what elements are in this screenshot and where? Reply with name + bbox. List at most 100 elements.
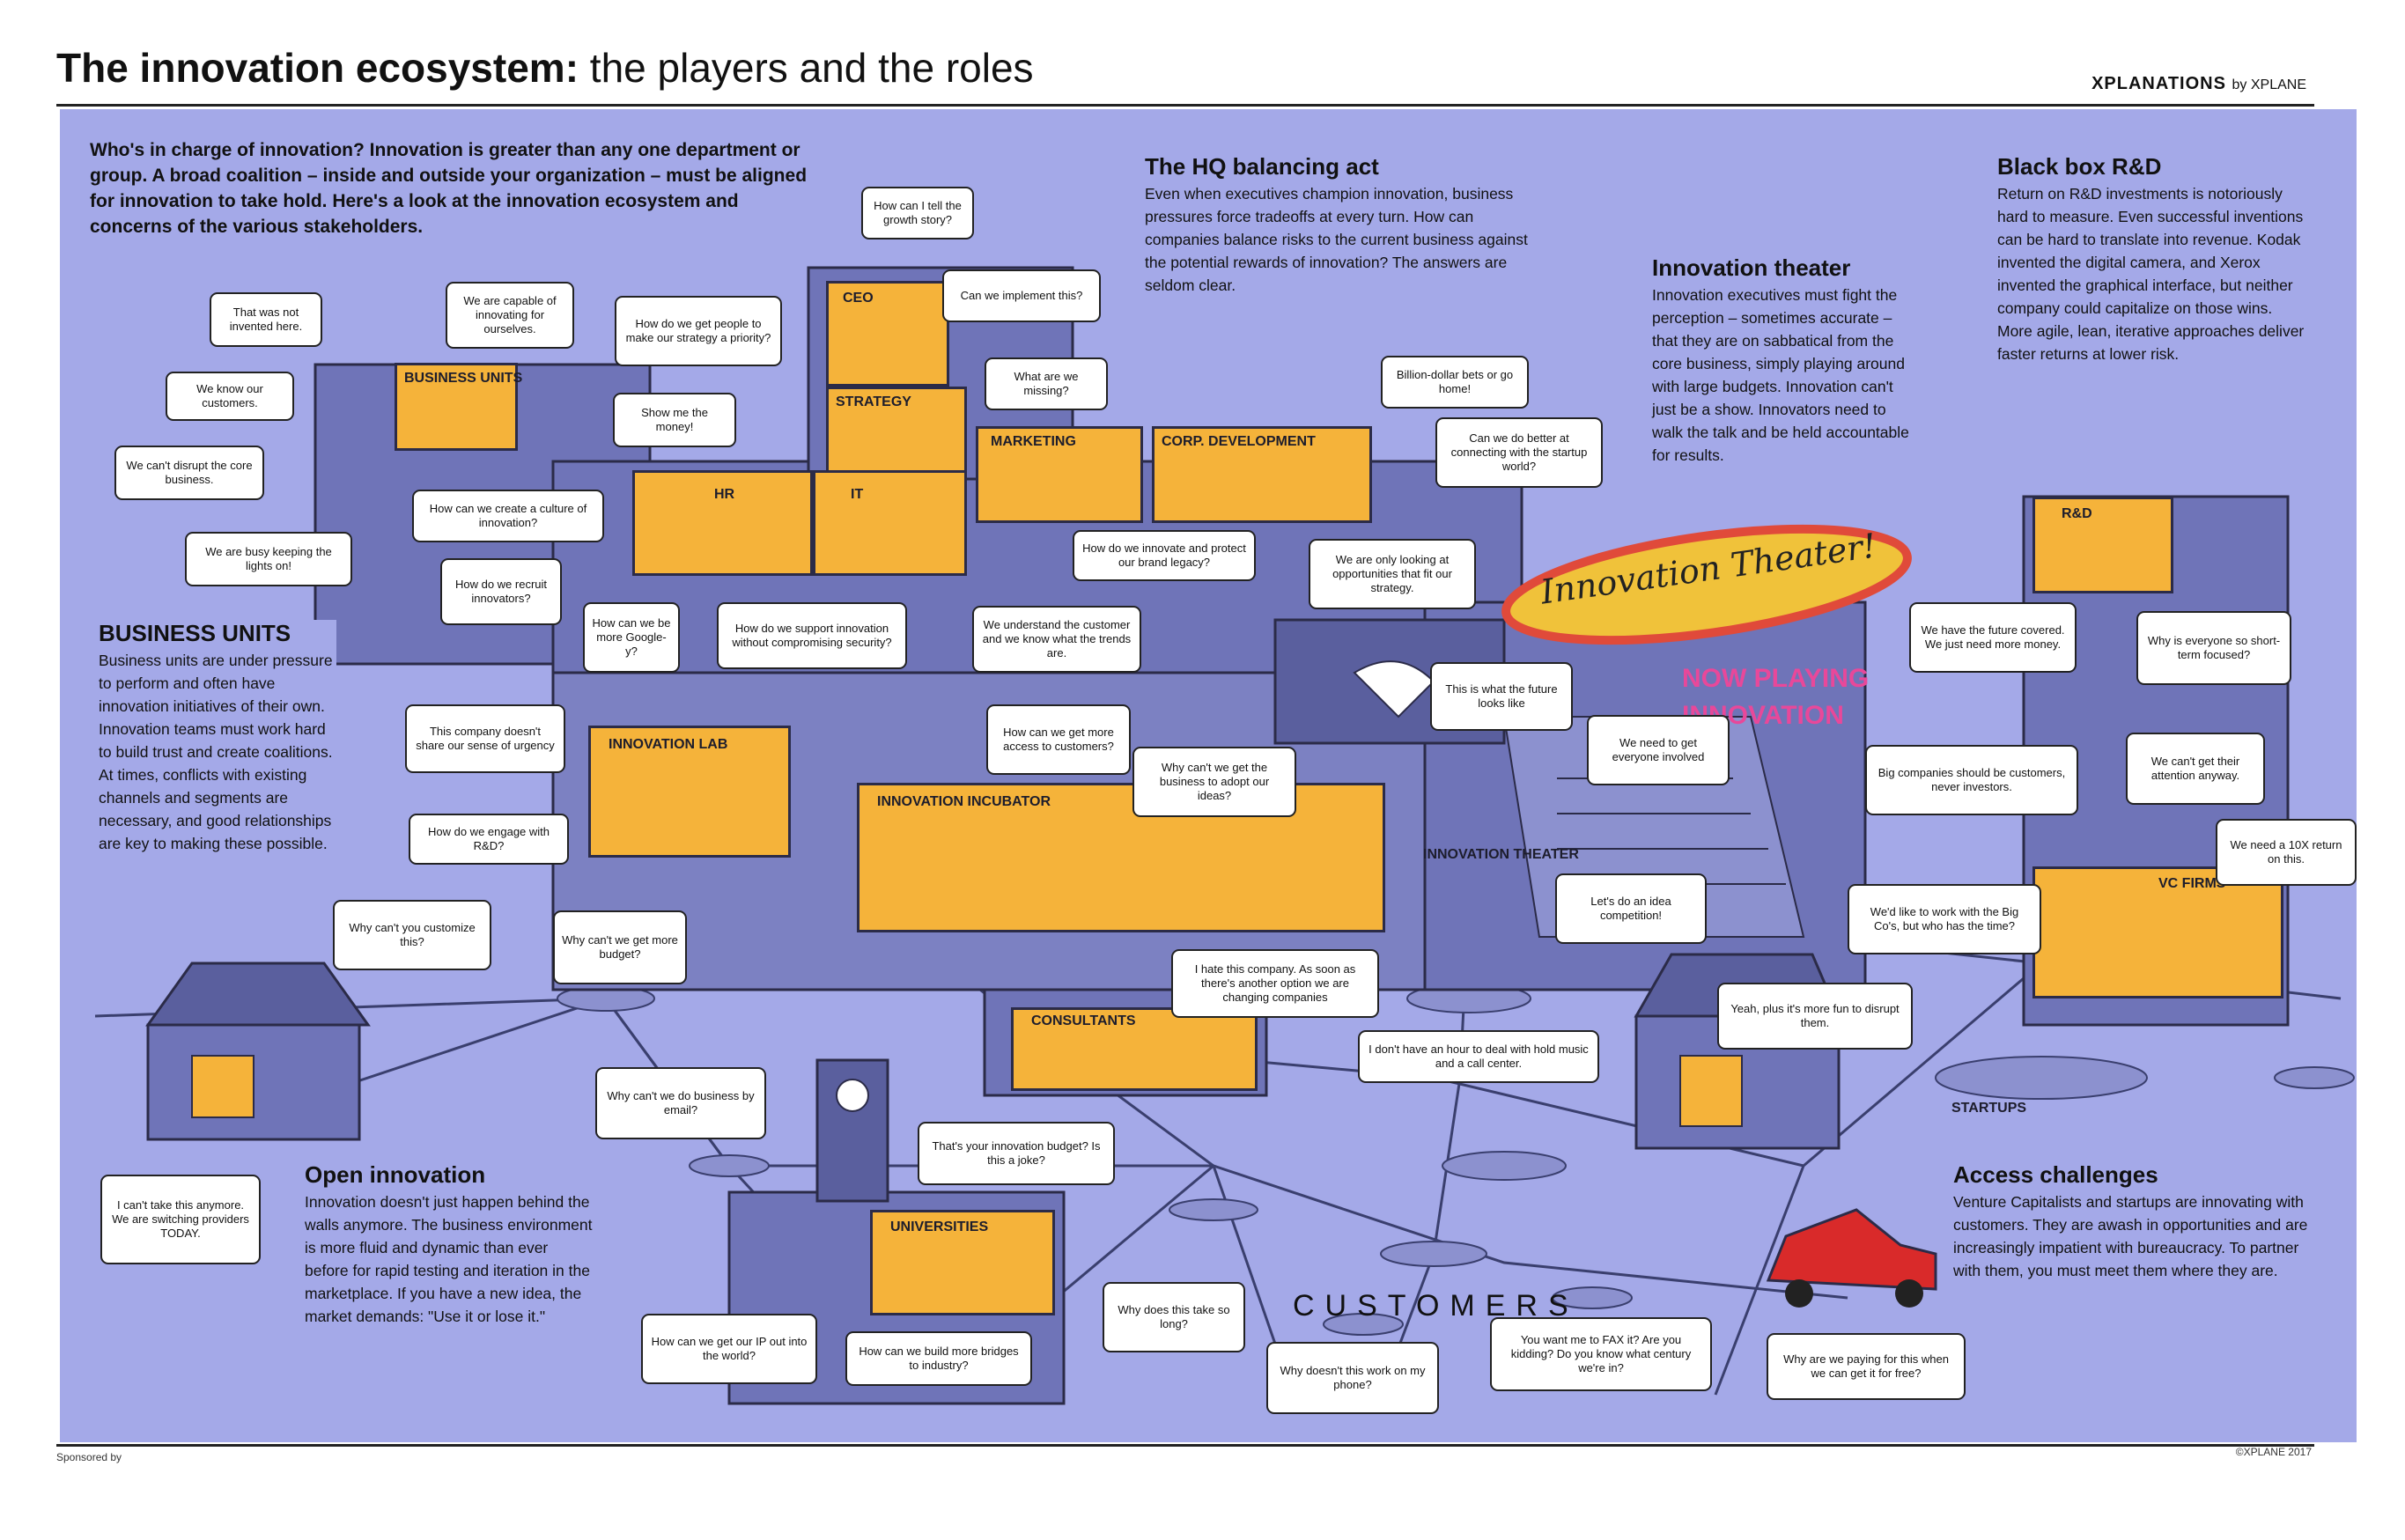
- strategy-label: STRATEGY: [836, 394, 911, 409]
- blackbox-section: Black box R&D Return on R&D investments …: [1997, 153, 2310, 365]
- speech-bubble: How do we innovate and protect our brand…: [1073, 530, 1256, 581]
- vc-firms-label: VC FIRMS: [2158, 876, 2226, 891]
- speech-bubble: Show me the money!: [613, 393, 736, 447]
- hq-section: The HQ balancing act Even when executive…: [1145, 153, 1532, 297]
- speech-bubble: Why doesn't this work on my phone?: [1266, 1342, 1439, 1414]
- startups-label: STARTUPS: [1951, 1101, 2027, 1116]
- speech-bubble: We can't get their attention anyway.: [2126, 733, 2265, 805]
- corp-development-room: CORP. DEVELOPMENT: [1152, 426, 1372, 523]
- it-room: IT: [813, 470, 967, 576]
- open-innovation-section: Open innovation Innovation doesn't just …: [305, 1161, 595, 1328]
- speech-bubble: How do we recruit innovators?: [440, 558, 562, 625]
- speech-bubble: Why is everyone so short-term focused?: [2136, 611, 2291, 685]
- speech-bubble: We are capable of innovating for ourselv…: [446, 282, 574, 349]
- speech-bubble: Why can't we get the business to adopt o…: [1132, 747, 1296, 817]
- strategy-room: STRATEGY: [826, 387, 967, 475]
- speech-bubble: How can we build more bridges to industr…: [845, 1331, 1032, 1386]
- theater-section: Innovation theater Innovation executives…: [1652, 254, 1916, 467]
- intro-text: Who's in charge of innovation? Innovatio…: [90, 140, 808, 237]
- speech-bubble: Can we implement this?: [942, 269, 1101, 322]
- access-challenges-section: Access challenges Venture Capitalists an…: [1953, 1161, 2323, 1282]
- innovation-theater-label: INNOVATION THEATER: [1423, 847, 1579, 862]
- speech-bubble: I don't have an hour to deal with hold m…: [1358, 1030, 1599, 1083]
- speech-bubble: Billion-dollar bets or go home!: [1381, 356, 1529, 409]
- speech-bubble: Yeah, plus it's more fun to disrupt them…: [1717, 983, 1913, 1050]
- speech-bubble: How do we get people to make our strateg…: [615, 296, 782, 366]
- page-title: The innovation ecosystem: the players an…: [56, 44, 1034, 92]
- speech-bubble: How can we create a culture of innovatio…: [412, 490, 604, 542]
- brand-by: by XPLANE: [2232, 77, 2306, 92]
- brand-logo: XPLANATIONS by XPLANE: [2091, 74, 2306, 94]
- business-units-body: Business units are under pressure to per…: [99, 652, 333, 852]
- speech-bubble: We know our customers.: [166, 372, 294, 421]
- innovation-incubator-room: INNOVATION INCUBATOR: [857, 783, 1385, 932]
- hr-label: HR: [714, 487, 735, 502]
- speech-bubble: You want me to FAX it? Are you kidding? …: [1490, 1317, 1712, 1391]
- speech-bubble: How do we engage with R&D?: [409, 814, 569, 865]
- speech-bubble: We are only looking at opportunities tha…: [1309, 539, 1476, 609]
- business-units-label: BUSINESS UNITS: [404, 371, 523, 386]
- illustration-canvas: BUSINESS UNITS CEO STRATEGY MARKETING CO…: [60, 109, 2357, 1442]
- marquee-line-1: NOW PLAYING: [1682, 664, 1870, 693]
- title-rest: the players and the roles: [579, 45, 1034, 91]
- speech-bubble: Why can't you customize this?: [333, 900, 491, 970]
- speech-bubble: Can we do better at connecting with the …: [1435, 417, 1603, 488]
- universities-room: UNIVERSITIES: [870, 1210, 1055, 1315]
- marketing-label: MARKETING: [991, 434, 1076, 449]
- speech-bubble: That's your innovation budget? Is this a…: [918, 1122, 1115, 1185]
- access-challenges-body: Venture Capitalists and startups are inn…: [1953, 1193, 2308, 1279]
- open-innovation-body: Innovation doesn't just happen behind th…: [305, 1193, 593, 1325]
- speech-bubble: What are we missing?: [985, 357, 1108, 410]
- theater-body: Innovation executives must fight the per…: [1652, 286, 1909, 464]
- consultants-room: CONSULTANTS: [1011, 1007, 1258, 1091]
- hq-heading: The HQ balancing act: [1145, 153, 1379, 180]
- red-car: [1766, 1208, 1937, 1308]
- speech-bubble: We need a 10X return on this.: [2216, 819, 2357, 886]
- copyright: ©XPLANE 2017: [2235, 1446, 2312, 1458]
- speech-bubble: We understand the customer and we know w…: [972, 606, 1141, 673]
- theater-heading: Innovation theater: [1652, 254, 1851, 281]
- innovation-lab-room: INNOVATION LAB: [588, 726, 791, 858]
- hq-body: Even when executives champion innovation…: [1145, 185, 1528, 294]
- rnd-label: R&D: [2062, 506, 2092, 521]
- business-units-heading: BUSINESS UNITS: [99, 620, 291, 646]
- access-challenges-heading: Access challenges: [1953, 1161, 2158, 1188]
- ceo-label: CEO: [843, 291, 874, 306]
- speech-bubble: How do we support innovation without com…: [717, 602, 907, 669]
- speech-bubble: This is what the future looks like: [1430, 662, 1573, 731]
- speech-bubble: How can we get our IP out into the world…: [641, 1314, 817, 1384]
- marketing-room: MARKETING: [976, 426, 1143, 523]
- footer-rule: [56, 1444, 2314, 1447]
- sponsored-by: Sponsored by: [56, 1451, 122, 1463]
- consultants-label: CONSULTANTS: [1031, 1013, 1136, 1028]
- innovation-lab-label: INNOVATION LAB: [609, 737, 728, 752]
- speech-bubble: We can't disrupt the core business.: [114, 446, 264, 500]
- blackbox-heading: Black box R&D: [1997, 153, 2162, 180]
- speech-bubble: I can't take this anymore. We are switch…: [100, 1175, 261, 1264]
- rnd-room: R&D: [2032, 497, 2173, 593]
- speech-bubble: We need to get everyone involved: [1587, 715, 1730, 785]
- customers-label: CUSTOMERS: [1293, 1289, 1579, 1323]
- speech-bubble: How can I tell the growth story?: [861, 187, 974, 239]
- blackbox-body: Return on R&D investments is notoriously…: [1997, 185, 2305, 363]
- hr-room: HR: [632, 470, 813, 576]
- open-innovation-heading: Open innovation: [305, 1161, 486, 1188]
- speech-bubble: That was not invented here.: [210, 292, 322, 347]
- speech-bubble: Why are we paying for this when we can g…: [1767, 1333, 1966, 1400]
- speech-bubble: Let's do an idea competition!: [1555, 873, 1707, 944]
- theater-sign-shape: [1501, 524, 1912, 645]
- ceo-room: CEO: [826, 281, 949, 387]
- speech-bubble: Big companies should be customers, never…: [1865, 745, 2078, 815]
- speech-bubble: Why can't we get more budget?: [553, 910, 687, 984]
- speech-bubble: This company doesn't share our sense of …: [405, 704, 565, 773]
- title-rule: [56, 104, 2314, 107]
- brand-name: XPLANATIONS: [2091, 74, 2226, 93]
- it-label: IT: [851, 487, 864, 502]
- speech-bubble: We are busy keeping the lights on!: [185, 532, 352, 586]
- title-bold: The innovation ecosystem:: [56, 45, 579, 91]
- speech-bubble: We'd like to work with the Big Co's, but…: [1848, 884, 2041, 954]
- business-units-section: BUSINESS UNITS Business units are under …: [99, 620, 336, 855]
- speech-bubble: Why can't we do business by email?: [595, 1067, 766, 1139]
- innovation-incubator-label: INNOVATION INCUBATOR: [877, 794, 1051, 809]
- speech-bubble: How can we get more access to customers?: [986, 704, 1131, 775]
